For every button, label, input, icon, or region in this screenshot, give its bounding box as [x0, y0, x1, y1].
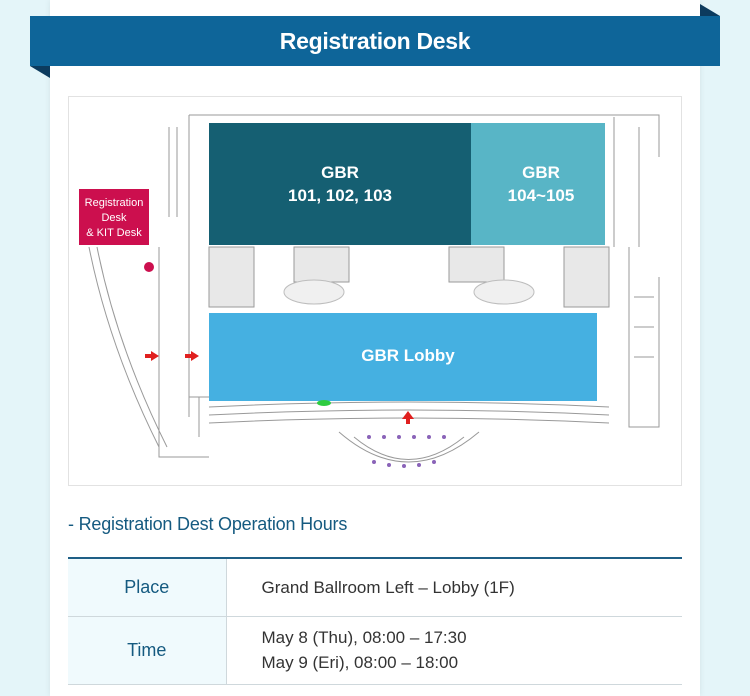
room-gbr-101-103-number: 101, 102, 103 [288, 186, 392, 205]
registration-location-pin [144, 262, 154, 272]
row-label-place: Place [68, 558, 227, 617]
entrance-steps [208, 401, 610, 463]
page-title: Registration Desk [279, 27, 471, 54]
row-label-time: Time [68, 616, 227, 685]
entrance-dots [367, 435, 446, 468]
wall-lines [88, 114, 660, 458]
ribbon-fold-left [30, 66, 50, 78]
room-gbr-lobby-label: GBR Lobby [361, 346, 455, 365]
operation-hours-table: Place Grand Ballroom Left – Lobby (1F) T… [68, 557, 682, 685]
registration-marker-box [79, 189, 149, 245]
marker-label-line3: & KIT Desk [86, 227, 142, 239]
room-gbr-104-105-label: GBR [522, 163, 560, 182]
table-row: Time May 8 (Thu), 08:00 – 17:30 May 9 (E… [68, 616, 682, 685]
room-gbr-104-105 [471, 123, 605, 245]
marker-label-line2: Desk [101, 212, 127, 224]
room-gbr-101-103-label: GBR [321, 163, 359, 182]
floor-plan-drawing: GBR 101, 102, 103 GBR 104~105 GBR Lobby [79, 114, 660, 468]
operation-hours-heading: - Registration Dest Operation Hours [68, 514, 348, 534]
green-marker [317, 400, 331, 406]
lobby-curves [283, 279, 535, 305]
room-gbr-104-105-number: 104~105 [508, 186, 575, 205]
floor-map: GBR 101, 102, 103 GBR 104~105 GBR Lobby [68, 96, 682, 486]
row-value-time: May 8 (Thu), 08:00 – 17:30 May 9 (Eri), … [226, 616, 682, 685]
row-value-place: Grand Ballroom Left – Lobby (1F) [226, 558, 682, 617]
table-row: Place Grand Ballroom Left – Lobby (1F) [68, 558, 682, 617]
time-line-1: May 8 (Thu), 08:00 – 17:30 [261, 628, 467, 647]
entry-arrows [145, 351, 414, 424]
room-gbr-101-103 [209, 123, 471, 245]
ribbon-fold-right [700, 4, 720, 16]
room-gbr-lobby [209, 313, 597, 401]
place-line: Grand Ballroom Left – Lobby (1F) [261, 577, 515, 597]
time-line-2: May 9 (Eri), 08:00 – 18:00 [261, 653, 459, 672]
section-header: Registration Desk [30, 16, 720, 66]
service-rooms [208, 246, 610, 308]
marker-label-line1: Registration [85, 197, 144, 209]
